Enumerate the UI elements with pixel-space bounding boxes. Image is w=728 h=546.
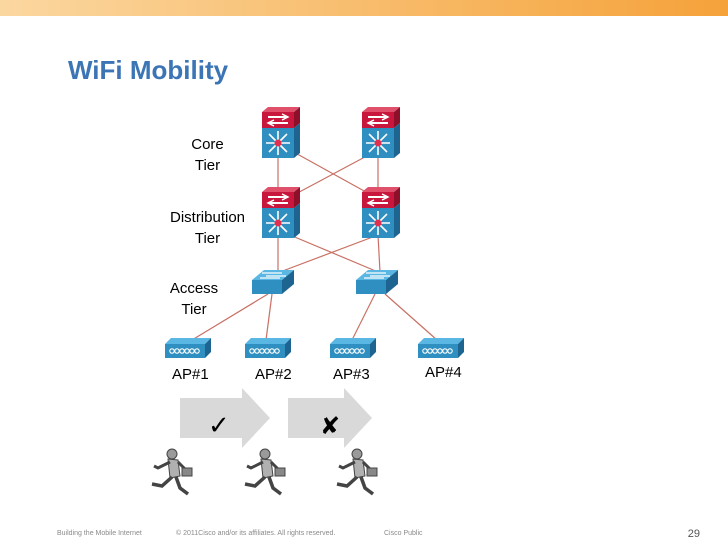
walking-user-1-icon [150,447,194,496]
access-point-4-icon [417,337,465,359]
core-tier-label: Core Tier [180,134,235,176]
roam-arrow-1 [180,388,270,448]
access-point-2-icon [244,337,292,359]
footer-classification: Cisco Public [384,530,423,537]
link-core1-dist2 [289,149,376,198]
core-tier-label-line1: Core [191,136,224,153]
distribution-router-1-icon [261,186,301,239]
link-dist2-sw1 [279,234,379,273]
slide-title: WiFi Mobility [68,55,229,85]
ap-label-4: AP#4 [425,364,462,381]
walking-user-2-icon [243,447,287,496]
core-router-1-icon [261,106,301,159]
network-links [191,149,438,341]
distribution-router-2-icon [361,186,401,239]
access-point-1-icon [164,337,212,359]
access-switch-1-icon [251,269,295,295]
access-tier-label-line1: Access [169,280,219,297]
ap-label-3: AP#3 [333,366,370,383]
link-sw2-ap4 [384,293,438,341]
footer-left-text: Building the Mobile Internet [57,530,142,537]
ap-label-2: AP#2 [255,366,292,383]
core-tier-label-line2: Tier [194,157,221,174]
access-tier-label: Access Tier [163,278,225,320]
access-point-3-icon [329,337,377,359]
footer-copyright: © 2011Cisco and/or its affiliates. All r… [176,530,336,537]
link-dist1-sw2 [289,234,379,273]
link-sw2-ap3 [351,293,376,341]
ap-label-1: AP#1 [172,366,209,383]
page-number: 29 [687,528,700,540]
top-accent-bar [0,0,728,16]
distribution-tier-label-line2: Tier [194,230,221,247]
access-switch-2-icon [355,269,399,295]
access-tier-label-line2: Tier [181,301,207,318]
link-dist2-sw2 [377,234,381,273]
distribution-tier-label: Distribution Tier [160,207,255,249]
distribution-tier-label-line1: Distribution [169,209,246,226]
walking-user-3-icon [335,447,379,496]
roam-arrow-2 [288,388,372,448]
link-sw1-ap1 [191,293,269,341]
core-router-2-icon [361,106,401,159]
roam-allowed-check-icon: ✓ [208,411,230,441]
link-sw1-ap2 [265,293,273,341]
roam-blocked-x-icon: ✘ [320,412,340,440]
